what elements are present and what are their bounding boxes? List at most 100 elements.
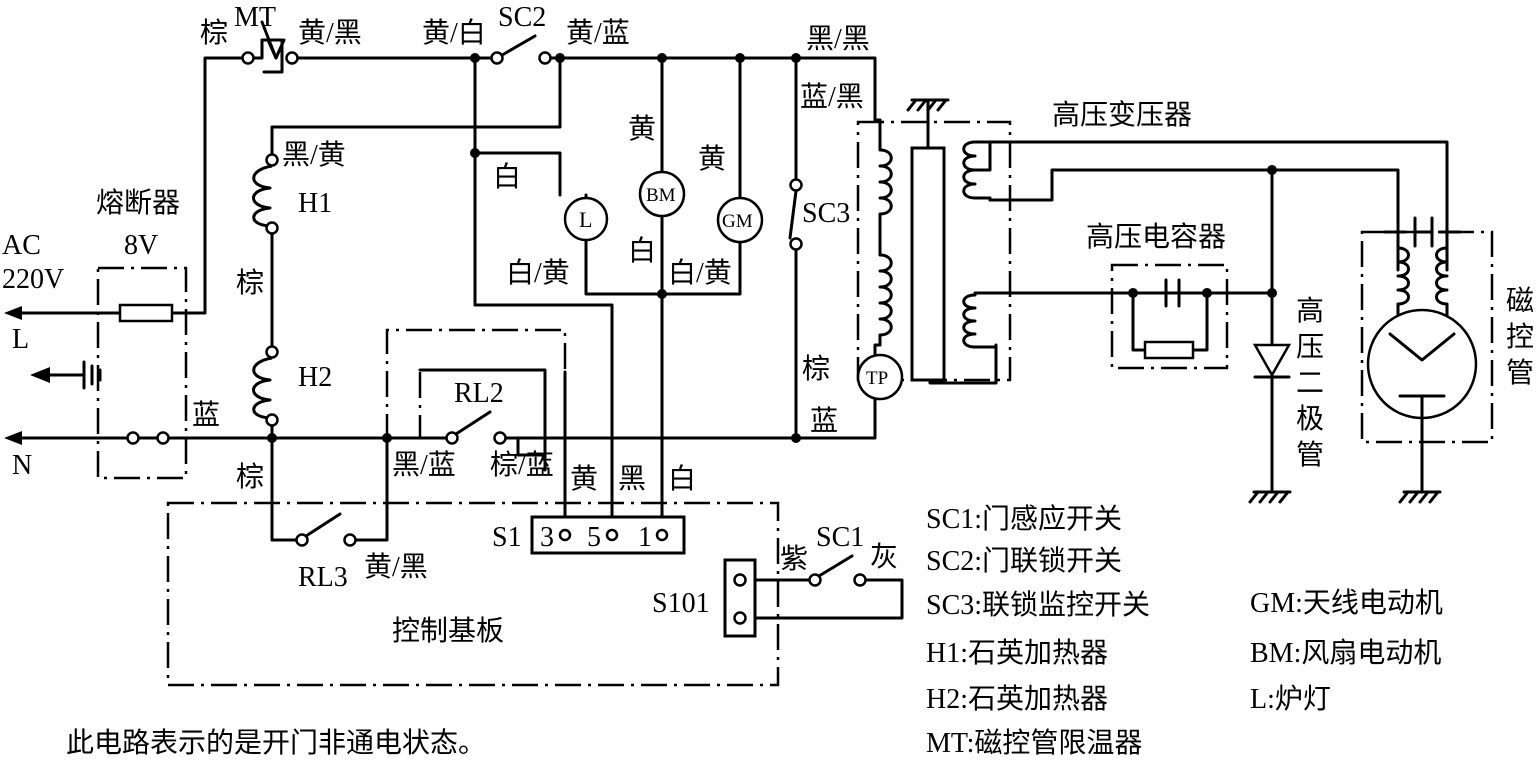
- yellow-white-wire: [473, 56, 614, 530]
- label-s1-t1: 1: [638, 522, 652, 553]
- label-yellow-bm: 黄: [628, 113, 656, 145]
- rl2-contact: [445, 410, 507, 445]
- label-h2: H2: [298, 362, 332, 393]
- label-hv-transformer: 高压变压器: [1052, 99, 1192, 131]
- label-l: L: [12, 324, 29, 355]
- label-white-yellow-1: 白/黄: [506, 257, 570, 289]
- label-rl2: RL2: [454, 378, 504, 409]
- label-ac-voltage: 220V: [2, 264, 64, 295]
- label-white-l: 白: [493, 161, 521, 193]
- gm-antenna-motor: [716, 196, 764, 244]
- legend-sc2: SC2:门联锁开关: [926, 545, 1122, 577]
- label-magnetron-2: 控: [1506, 321, 1534, 353]
- rl2-control-wire: [418, 368, 547, 440]
- label-bm: BM: [646, 185, 676, 206]
- sc2-switch: [490, 34, 552, 65]
- legend-bm: BM:风扇电动机: [1250, 637, 1441, 669]
- label-hv-diode-3: 二: [1296, 368, 1324, 399]
- label-black-yellow: 黑/黄: [282, 139, 346, 171]
- fuse-box: [96, 266, 188, 480]
- label-black-black: 黑/黑: [806, 24, 870, 55]
- label-hv-capacitor: 高压电容器: [1086, 221, 1226, 253]
- label-magnetron-1: 磁: [1506, 285, 1534, 317]
- hv-diode: [1248, 343, 1292, 504]
- label-hv-diode-1: 高: [1296, 295, 1324, 327]
- fuse-element: [118, 303, 174, 323]
- legend-mt: MT:磁控管限温器: [926, 727, 1142, 759]
- label-fuse: 熔断器: [96, 187, 180, 219]
- hv-capacitor: [1143, 278, 1195, 360]
- n-terminal-b: [156, 431, 170, 445]
- filament-wire-b: [988, 168, 1400, 272]
- label-sc3: SC3: [802, 198, 850, 229]
- rl3-to-n-wire: [350, 436, 389, 542]
- label-s1: S1: [492, 522, 522, 553]
- label-s1-t5: 5: [587, 522, 601, 553]
- label-ac: AC: [2, 230, 41, 261]
- label-fuse-rating: 8V: [124, 230, 158, 261]
- res-lead-b: [1191, 291, 1209, 352]
- control-board-box: [166, 501, 780, 687]
- label-white-mid: 白: [628, 235, 656, 267]
- label-blue-n: 蓝: [192, 399, 220, 431]
- label-yellow-blue: 黄/蓝: [566, 17, 630, 49]
- s101-connector: [723, 558, 757, 638]
- s1-connector: [530, 515, 686, 555]
- mt-thermostat: [241, 20, 299, 74]
- label-magnetron-3: 管: [1506, 357, 1534, 389]
- h1-heater: [252, 153, 279, 235]
- label-brown-low: 棕: [236, 461, 264, 493]
- sc3-switch: [788, 178, 803, 251]
- label-sc2: SC2: [498, 2, 546, 33]
- legend-sc1: SC1:门感应开关: [926, 503, 1122, 535]
- hv-transformer: [878, 98, 998, 382]
- h2-to-rl3-wire: [270, 418, 302, 542]
- l-arrow: [4, 306, 22, 320]
- n-terminal-a: [126, 431, 140, 445]
- label-white-yellow-2: 白/黄: [668, 257, 732, 289]
- label-h1: H1: [298, 188, 332, 219]
- wires: [20, 56, 1449, 620]
- label-mt: MT: [234, 2, 276, 33]
- label-hv-diode-5: 管: [1296, 439, 1324, 471]
- ground-arrow-left: [30, 360, 102, 390]
- legend: SC1:门感应开关 SC2:门联锁开关 SC3:联锁监控开关 H1:石英加热器 …: [926, 503, 1443, 759]
- label-yellow-black-low: 黄/黑: [364, 551, 428, 583]
- label-s1-black: 黑: [618, 464, 646, 495]
- label-brown-mid: 棕: [236, 267, 264, 299]
- label-s1-yellow: 黄: [570, 463, 598, 495]
- legend-sc3: SC3:联锁监控开关: [926, 589, 1150, 621]
- h1-feed-wire: [270, 56, 562, 162]
- label-yellow-black-top: 黄/黑: [298, 17, 362, 49]
- label-gm: GM: [722, 211, 753, 232]
- lamp: [563, 193, 609, 244]
- lamp-feed-wire: [473, 151, 562, 197]
- n-arrow: [4, 431, 22, 445]
- label-control-board: 控制基板: [392, 615, 504, 647]
- label-brown-tp: 棕: [802, 353, 830, 385]
- label-s1-white: 白: [668, 463, 696, 495]
- res-lead-a: [1131, 291, 1147, 352]
- legend-l: L:炉灯: [1250, 683, 1331, 715]
- label-hv-diode-4: 极: [1296, 403, 1324, 435]
- label-s1-t3: 3: [540, 522, 554, 553]
- sc1-gray-wire: [753, 578, 904, 620]
- label-yellow-gm: 黄: [698, 143, 726, 175]
- legend-gm: GM:天线电动机: [1250, 587, 1443, 619]
- junctions: [267, 53, 1277, 443]
- label-blue-black: 蓝/黑: [800, 81, 864, 113]
- h2-heater: [252, 345, 279, 427]
- footnote: 此电路表示的是开门非通电状态。: [66, 727, 486, 759]
- legend-h1: H1:石英加热器: [926, 637, 1108, 669]
- label-hv-diode-2: 压: [1296, 332, 1324, 363]
- bm-fan-motor: [638, 170, 686, 218]
- live-wire: [20, 56, 245, 315]
- legend-h2: H2:石英加热器: [926, 683, 1108, 715]
- label-n: N: [12, 450, 32, 481]
- label-brown-blue: 棕/蓝: [490, 449, 554, 481]
- label-lamp: L: [579, 207, 592, 232]
- label-gray: 灰: [870, 541, 898, 573]
- label-brown-top: 棕: [200, 17, 228, 49]
- label-blue-tp: 蓝: [810, 405, 838, 437]
